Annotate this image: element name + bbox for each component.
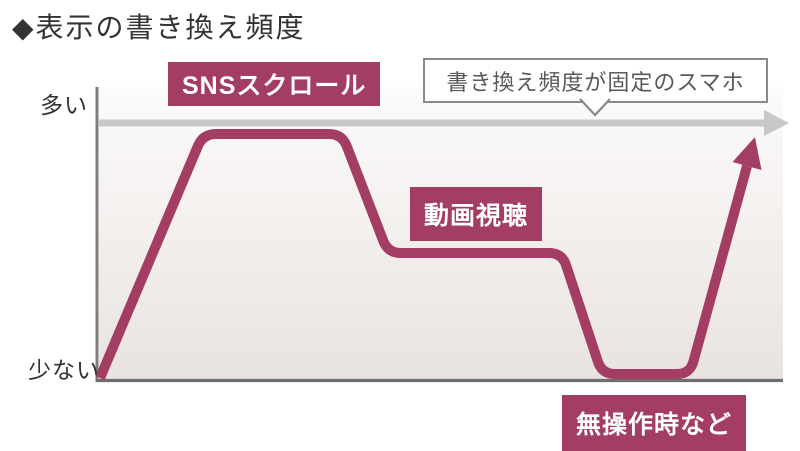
y-axis-label-high: 多い <box>40 92 88 118</box>
callout-pointer-icon <box>579 98 611 117</box>
y-axis-label-low: 少ない <box>28 357 100 383</box>
label-video-viewing: 動画視聴 <box>410 187 543 241</box>
fixed-refresh-rate-arrowhead-icon <box>764 110 789 136</box>
fixed-smartphone-callout-text: 書き換え頻度が固定のスマホ <box>446 69 745 95</box>
label-no-operation: 無操作時など <box>562 395 747 451</box>
label-sns-scroll: SNSスクロール <box>168 62 381 106</box>
refresh-frequency-curve <box>95 129 752 380</box>
frequency-curve-up-arrowhead-icon <box>732 137 762 170</box>
fixed-smartphone-callout: 書き換え頻度が固定のスマホ <box>423 58 768 117</box>
page-title: ◆表示の書き換え頻度 <box>12 12 306 43</box>
